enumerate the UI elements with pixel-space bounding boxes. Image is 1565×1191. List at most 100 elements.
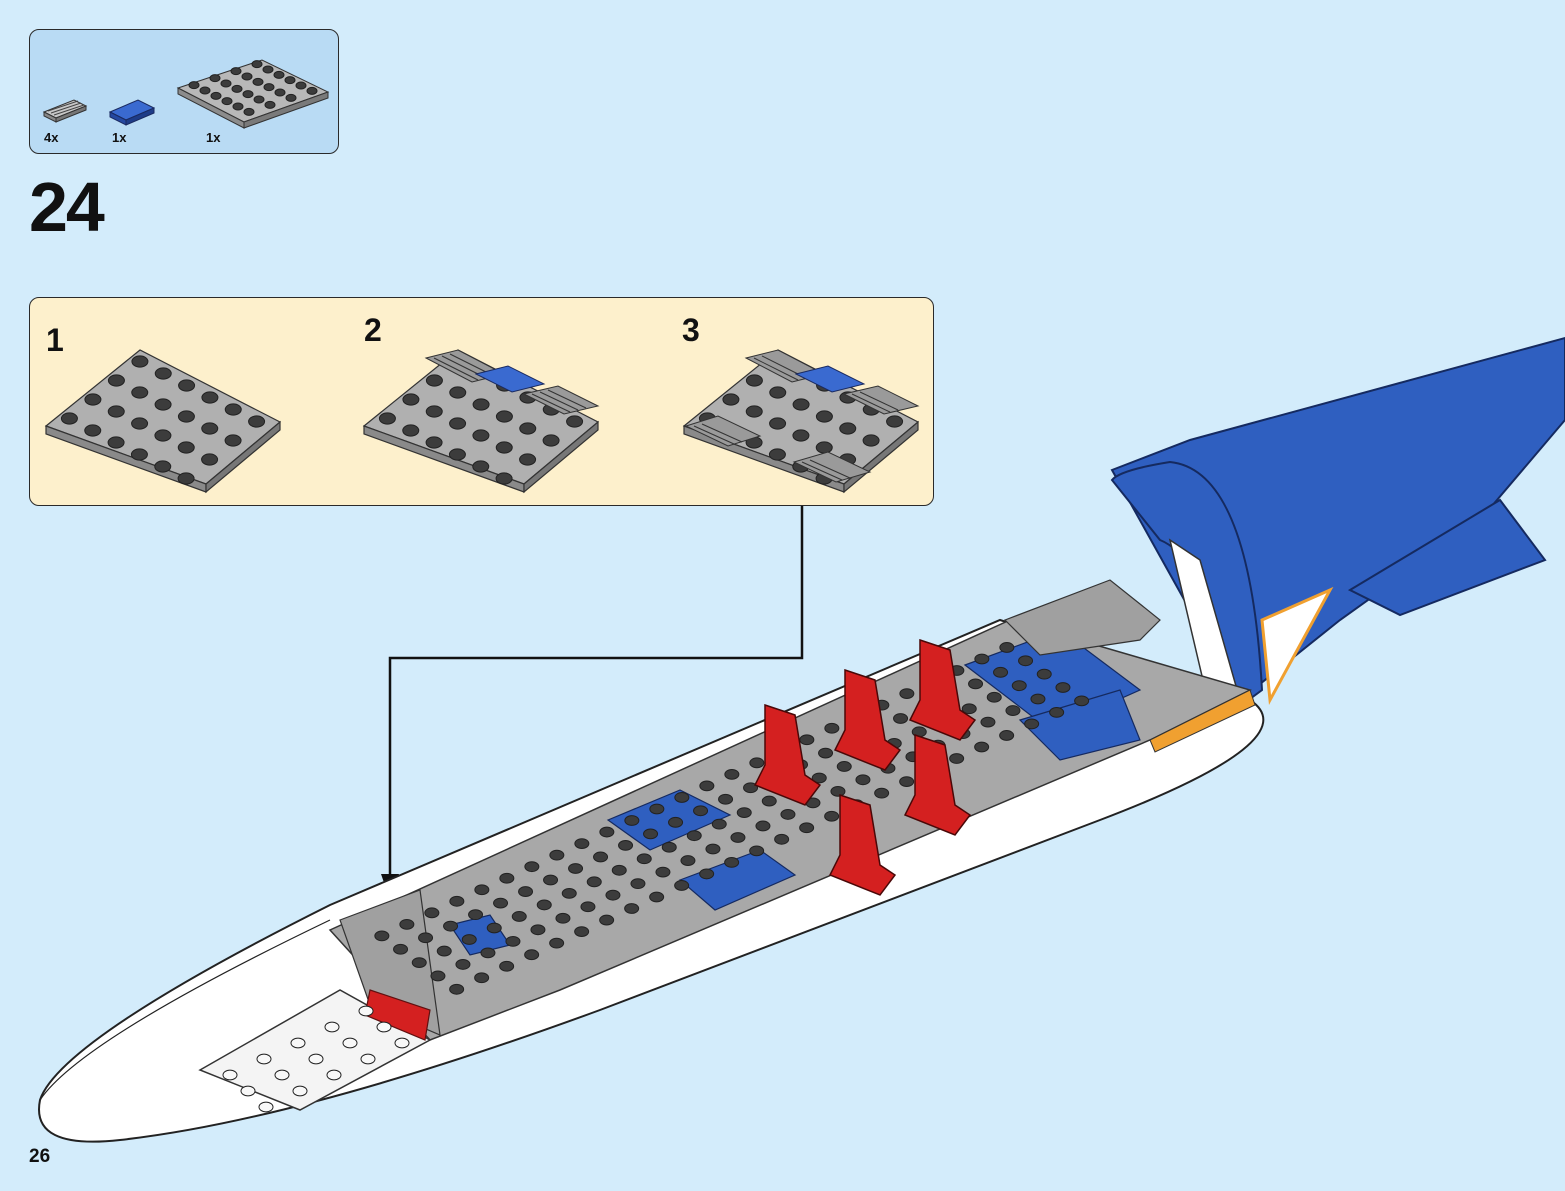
stud: [480, 947, 496, 959]
stud: [131, 386, 149, 399]
stud: [253, 95, 265, 104]
stud: [730, 832, 746, 843]
stud: [495, 410, 513, 423]
stud: [868, 724, 884, 736]
stud: [899, 776, 915, 788]
stud: [199, 86, 211, 95]
stud: [241, 72, 253, 81]
stud: [107, 374, 125, 387]
stud: [655, 866, 671, 878]
stud: [177, 410, 195, 423]
stud: [232, 102, 244, 111]
stud: [242, 90, 254, 99]
stud: [980, 716, 996, 728]
stud: [472, 398, 490, 411]
stud: [461, 934, 477, 945]
stud: [586, 876, 602, 888]
stud: [661, 841, 677, 853]
stud: [755, 820, 771, 832]
callout-arrow-line: [388, 506, 804, 880]
stud: [643, 828, 659, 840]
stud: [749, 757, 765, 769]
stud: [201, 422, 219, 435]
stud: [674, 880, 690, 891]
step-number: 24: [29, 168, 105, 246]
stud: [374, 930, 390, 942]
tail-fin: [1110, 336, 1565, 712]
stud: [1005, 705, 1021, 716]
stud: [495, 472, 513, 485]
substep-2-plate-icon: [362, 349, 600, 494]
stud: [474, 972, 490, 984]
stud: [849, 711, 865, 723]
stud: [448, 448, 466, 461]
stud: [930, 739, 946, 751]
stud: [231, 84, 243, 93]
stud: [768, 448, 786, 461]
stud: [861, 749, 877, 761]
stud: [674, 792, 690, 803]
stud: [425, 436, 443, 449]
stud: [131, 417, 149, 430]
stud: [1018, 655, 1034, 667]
stud: [722, 393, 740, 406]
seat-icon: [903, 733, 972, 836]
stud: [949, 753, 965, 764]
stud: [905, 751, 921, 763]
blue-tile-1x2-icon: [108, 99, 156, 126]
callout-arrow-head: [381, 874, 399, 900]
stud: [84, 393, 102, 406]
stud: [974, 741, 990, 753]
stud: [599, 826, 615, 838]
stud: [745, 405, 763, 418]
stud: [1049, 706, 1065, 718]
stud: [201, 391, 219, 404]
stud: [222, 1069, 238, 1081]
stud: [924, 764, 940, 776]
stud: [899, 688, 915, 699]
deck-plates: [198, 579, 1256, 1113]
stud: [880, 762, 896, 774]
substep-2-number: 2: [364, 312, 382, 348]
stud: [486, 922, 502, 934]
grille-tile-1x2-icon: [42, 99, 88, 123]
part-count-blue-tile: 1x: [112, 130, 127, 145]
stud: [425, 405, 443, 418]
stud: [699, 780, 715, 792]
stud: [549, 937, 565, 949]
stud: [210, 91, 222, 100]
stud: [818, 747, 834, 759]
stud: [955, 728, 971, 740]
stud: [399, 918, 415, 930]
stud: [449, 895, 465, 907]
sub-assembly-panel: 1 2 3: [29, 297, 934, 506]
stud: [824, 810, 840, 822]
stud: [961, 703, 977, 715]
stud: [292, 1085, 308, 1097]
stud: [693, 805, 709, 817]
stud: [519, 453, 537, 466]
parts-icons: [42, 59, 330, 129]
stud: [178, 379, 196, 392]
stud: [724, 768, 740, 780]
stud: [624, 903, 640, 914]
page-number: 26: [29, 1146, 51, 1167]
stud: [264, 100, 276, 109]
stud: [855, 774, 871, 786]
stud: [251, 60, 263, 69]
stud: [524, 861, 540, 873]
stud: [258, 1101, 274, 1113]
stud: [505, 935, 521, 947]
seat-icon: [753, 703, 822, 806]
stud: [107, 436, 125, 449]
stud: [743, 782, 759, 794]
stud: [566, 415, 584, 428]
stud: [455, 959, 471, 970]
stud: [425, 374, 443, 387]
stud: [154, 460, 172, 473]
stud: [474, 884, 490, 896]
stud: [378, 412, 396, 425]
stud: [472, 429, 490, 442]
stud: [411, 957, 427, 969]
stud: [611, 864, 627, 876]
